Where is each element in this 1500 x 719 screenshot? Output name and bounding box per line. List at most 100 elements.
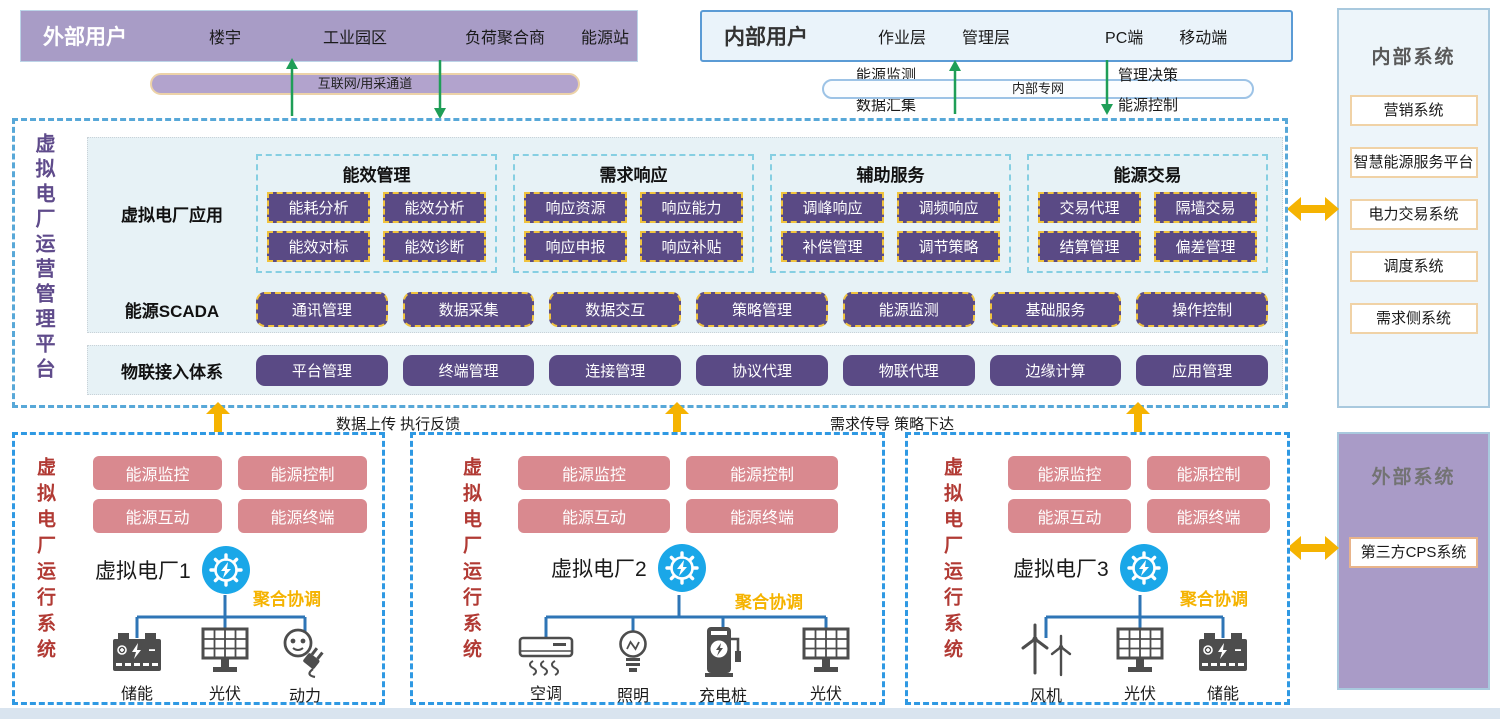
device: 储能 [95, 631, 179, 704]
device-label: 动力 [288, 688, 321, 705]
platform-title: 虚拟电厂运营管理平台 [32, 133, 54, 383]
up-arrow-icon [286, 58, 298, 116]
capability-chip: 能源终端 [238, 499, 367, 533]
label-data-collection: 数据汇集 [856, 97, 917, 114]
plant-capability-grid: 能源监控 能源控制 能源互动 能源终端 [1008, 456, 1270, 533]
device: 照明 [591, 629, 675, 706]
plant-name: 虚拟电厂1 [95, 560, 191, 583]
user-type-pc: PC端 [1105, 30, 1144, 47]
battery-icon [113, 633, 161, 671]
charger-icon [705, 627, 741, 677]
module-chip: 终端管理 [402, 354, 535, 386]
device: 光伏 [1098, 627, 1182, 704]
module-chip: 通讯管理 [256, 292, 388, 327]
module-chip: 策略管理 [696, 292, 828, 327]
device-label: 储能 [1206, 686, 1239, 703]
capability-chip: 能源控制 [1147, 456, 1270, 490]
battery-icon [1199, 633, 1247, 671]
capability-chip: 能源监控 [93, 456, 222, 490]
module-chip: 能效对标 [267, 230, 370, 262]
aggregation-label: 聚合协调 [253, 590, 321, 609]
plant-capability-grid: 能源监控 能源控制 能源互动 能源终端 [518, 456, 838, 533]
module-chip: 数据交互 [549, 292, 682, 327]
capability-chip: 能源控制 [686, 456, 838, 490]
module-chip: 能耗分析 [267, 191, 370, 223]
module-chip: 补偿管理 [781, 230, 884, 262]
internal-users-title: 内部用户 [724, 26, 808, 49]
module-chip: 响应补贴 [640, 230, 743, 262]
user-type-operation-layer: 作业层 [878, 30, 927, 47]
group-title: 能效管理 [342, 165, 411, 185]
external-users-banner: 外部用户 楼宇 工业园区 负荷聚合商 能源站 [20, 10, 638, 62]
module-chip: 平台管理 [256, 354, 388, 386]
internal-systems-title: 内部系统 [1371, 47, 1456, 68]
module-chip: 隔墙交易 [1154, 191, 1257, 223]
solar-icon [1116, 627, 1164, 672]
plant-capability-grid: 能源监控 能源控制 能源互动 能源终端 [93, 456, 367, 533]
double-arrow-horizontal-icon [1287, 197, 1339, 221]
device-label: 光伏 [809, 686, 842, 703]
gear-hub-icon [1119, 544, 1168, 592]
module-chip: 偏差管理 [1154, 230, 1257, 262]
scada-row-label: 能源SCADA [124, 302, 220, 321]
internet-channel-bar: 互联网/用采通道 [150, 73, 580, 95]
system-marketing: 营销系统 [1349, 95, 1478, 126]
internal-users-banner: 内部用户 作业层 管理层 PC端 移动端 [700, 10, 1293, 62]
down-arrow-icon [1101, 60, 1113, 115]
module-chip: 能效分析 [383, 191, 486, 223]
module-chip: 交易代理 [1038, 191, 1141, 223]
device-label: 充电桩 [698, 688, 747, 705]
capability-chip: 能源终端 [686, 499, 838, 533]
module-chip: 基础服务 [989, 292, 1122, 327]
device: 储能 [1181, 631, 1265, 704]
capability-chip: 能源互动 [518, 499, 670, 533]
device: 光伏 [183, 627, 267, 704]
module-chip: 物联代理 [842, 354, 975, 386]
plant-side-title: 虚拟电厂运行系统 [941, 457, 962, 665]
plant-name-row: 虚拟电厂1 [95, 545, 251, 595]
vpp-operation-system-2: 虚拟电厂运行系统 能源监控 能源控制 能源互动 能源终端 虚拟电厂2 聚合协调 [410, 432, 885, 705]
device-label: 光伏 [208, 686, 241, 703]
down-arrow-icon [434, 60, 446, 119]
user-type-building: 楼宇 [209, 30, 242, 47]
device: 动力 [263, 627, 347, 706]
plug-icon [283, 628, 324, 679]
device-label: 风机 [1029, 688, 1062, 705]
bulb-icon [619, 630, 647, 672]
link-label-data-upload: 数据上传 执行反馈 [336, 416, 461, 433]
capability-chip: 能源控制 [238, 456, 367, 490]
application-scada-panel: 虚拟电厂应用 能效管理 能耗分析 能效分析 能效对标 能效诊断 需求响应 [87, 137, 1283, 333]
module-chip: 边缘计算 [989, 354, 1122, 386]
app-row-label: 虚拟电厂应用 [121, 205, 223, 225]
module-chip: 协议代理 [696, 354, 828, 386]
module-chip: 连接管理 [549, 354, 682, 386]
capability-chip: 能源监控 [1008, 456, 1131, 490]
gear-hub-icon [201, 546, 250, 594]
module-chip: 响应资源 [524, 191, 627, 223]
module-chip: 响应能力 [640, 191, 743, 223]
plant-name: 虚拟电厂3 [1013, 558, 1109, 581]
up-arrow-icon [949, 60, 961, 114]
group-title: 需求响应 [599, 165, 668, 185]
capability-chip: 能源互动 [93, 499, 222, 533]
aggregation-label: 聚合协调 [1180, 590, 1248, 609]
internal-systems-panel: 内部系统 营销系统 智慧能源服务平台 电力交易系统 调度系统 需求侧系统 [1337, 8, 1490, 408]
module-chip: 调节策略 [897, 230, 1000, 262]
user-type-management-layer: 管理层 [962, 30, 1011, 47]
device-label: 照明 [616, 688, 649, 705]
group-energy-efficiency: 能效管理 能耗分析 能效分析 能效对标 能效诊断 [256, 153, 497, 273]
module-chip: 响应申报 [524, 230, 627, 262]
plant-name: 虚拟电厂2 [551, 558, 647, 581]
device-label: 储能 [120, 686, 153, 703]
module-chip: 操作控制 [1136, 292, 1269, 327]
system-third-party-cps: 第三方CPS系统 [1349, 537, 1478, 568]
device-label: 光伏 [1123, 686, 1156, 703]
capability-chip: 能源终端 [1147, 499, 1270, 533]
plant-side-title: 虚拟电厂运行系统 [34, 457, 55, 665]
system-smart-energy-platform: 智慧能源服务平台 [1349, 147, 1478, 178]
system-demand-side: 需求侧系统 [1349, 303, 1478, 334]
double-arrow-horizontal-icon [1287, 536, 1339, 560]
solar-icon [802, 627, 850, 672]
label-energy-control: 能源控制 [1118, 97, 1179, 114]
module-chip: 能效诊断 [383, 230, 486, 262]
